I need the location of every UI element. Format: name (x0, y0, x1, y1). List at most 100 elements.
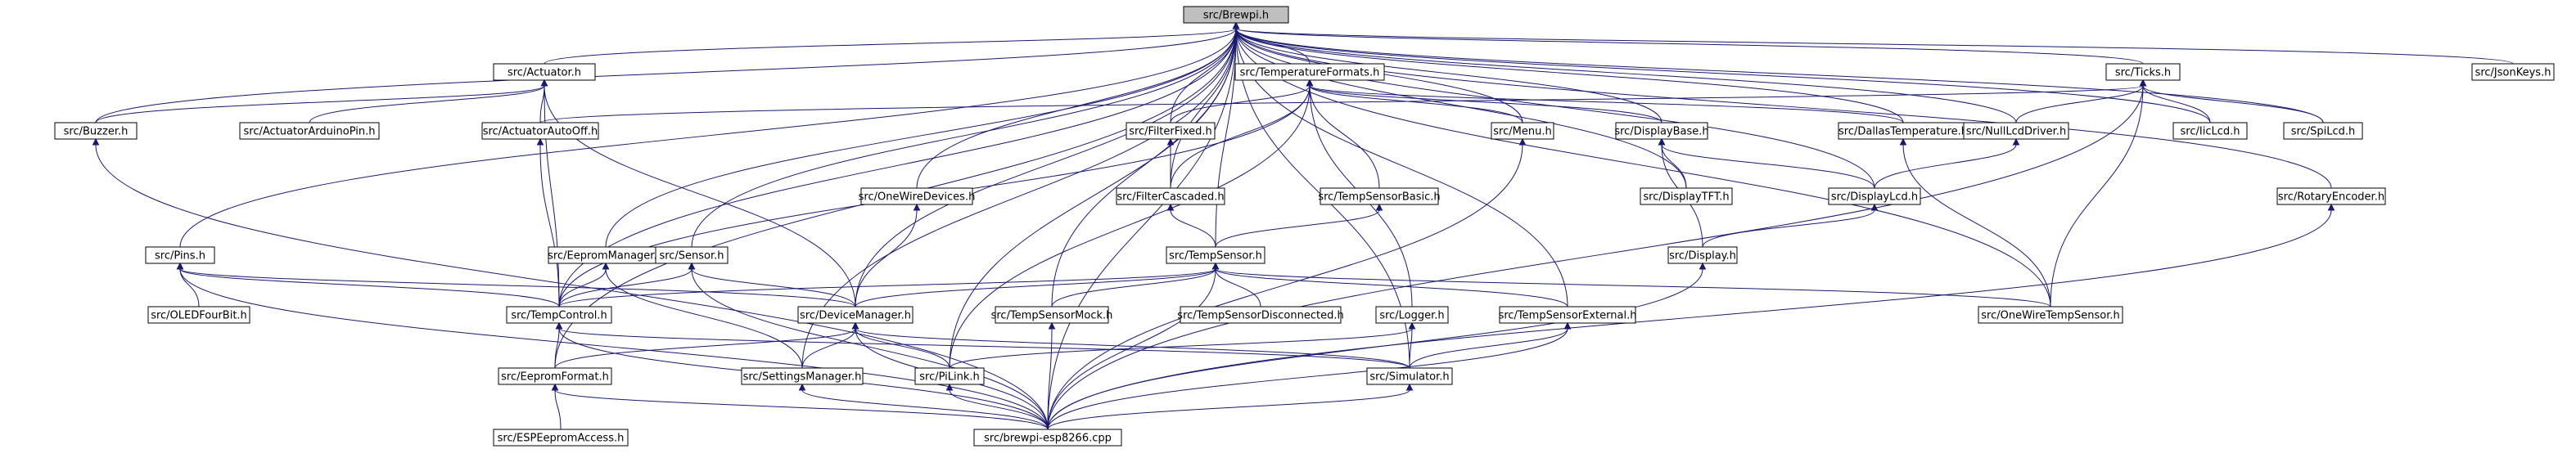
node-label: src/DisplayBase.h (1614, 126, 1708, 138)
edge-arrowhead (1211, 262, 1220, 270)
node-label: src/TempSensorDisconnected.h (1177, 310, 1343, 322)
node-box (498, 367, 612, 385)
edge-arrowhead (851, 321, 859, 330)
edge-line (1702, 209, 1875, 248)
node-box (914, 367, 985, 385)
node-label: src/OneWireDevices.h (859, 191, 976, 204)
node-box (797, 306, 914, 324)
edge-arrowhead (1699, 262, 1707, 270)
node-tsbasic-h[interactable]: src/TempSensorBasic.h (1318, 187, 1441, 205)
edge-line (95, 28, 1237, 123)
node-label: src/DeviceManager.h (800, 310, 911, 322)
node-buzzer-h[interactable]: src/Buzzer.h (54, 122, 138, 140)
edge-line (605, 28, 1237, 248)
node-brewpi-cpp[interactable]: src/brewpi-esp8266.cpp (973, 429, 1122, 447)
node-onewirets-h[interactable]: src/OneWireTempSensor.h (1978, 306, 2123, 324)
node-tempformats-h[interactable]: src/TemperatureFormats.h (1234, 63, 1385, 81)
node-label: src/Ticks.h (2115, 67, 2171, 79)
node-actpin-h[interactable]: src/ActuatorArduinoPin.h (239, 122, 380, 140)
node-pins-h[interactable]: src/Pins.h (145, 246, 215, 264)
edge-line (949, 389, 1049, 430)
edge-tempsensor_h-to-filtercasc_h (1166, 203, 1216, 248)
node-box (1234, 63, 1385, 81)
edge-onewirets_h-to-tempsensor_h (1211, 262, 2051, 308)
edge-line (1235, 28, 2017, 123)
node-box (493, 429, 629, 447)
edge-arrowhead (1306, 79, 1314, 87)
node-displaytft-h[interactable]: src/DisplayTFT.h (1640, 187, 1733, 205)
edge-arrowhead (1405, 383, 1414, 391)
edge-line (2142, 85, 2211, 123)
node-tempcontrol-h[interactable]: src/TempControl.h (506, 306, 612, 324)
node-tempsensor-h[interactable]: src/TempSensor.h (1166, 246, 1265, 264)
node-box (1366, 367, 1453, 385)
edge-tempcontrol_h-to-actuator_h (540, 79, 560, 308)
edge-arrowhead (688, 262, 696, 270)
node-spilcd-h[interactable]: src/SpiLcd.h (2283, 122, 2363, 140)
edge-line (539, 85, 545, 123)
edge-display_h-to-displaylcd_h (1702, 203, 1879, 248)
node-actauto-h[interactable]: src/ActuatorAutoOff.h (481, 122, 599, 140)
node-brewpi-h[interactable]: src/Brewpi.h (1183, 6, 1289, 24)
node-eeprommgr-h[interactable]: src/EepromManager.h (548, 246, 664, 264)
edge-line (1235, 28, 2144, 65)
edge-line (1235, 28, 2324, 123)
edge-arrowhead (913, 203, 921, 211)
node-display-h[interactable]: src/Display.h (1667, 246, 1738, 264)
edge-tempsensor_h-to-tsbasic_h (1215, 203, 1383, 248)
node-devmgr-h[interactable]: src/DeviceManager.h (797, 306, 914, 324)
node-settingsmgr-h[interactable]: src/SettingsManager.h (741, 367, 864, 385)
node-displaylcd-h[interactable]: src/DisplayLcd.h (1828, 187, 1921, 205)
edge-arrowhead (1899, 137, 1907, 146)
node-label: src/TempSensor.h (1169, 250, 1262, 263)
edge-brewpi_cpp-to-simulator_h (1047, 383, 1414, 430)
node-box (1491, 122, 1554, 140)
edge-line (554, 389, 562, 430)
node-box (1828, 187, 1921, 205)
node-nulllcd-h[interactable]: src/NullLcdDriver.h (1963, 122, 2069, 140)
node-menu-h[interactable]: src/Menu.h (1491, 122, 1554, 140)
node-label: src/JsonKeys.h (2475, 67, 2551, 79)
node-ticks-h[interactable]: src/Ticks.h (2105, 63, 2181, 81)
edge-line (691, 268, 856, 308)
node-espeeprom-h[interactable]: src/ESPEepromAccess.h (493, 429, 629, 447)
node-label: src/Actuator.h (508, 67, 581, 79)
node-eepromfmt-h[interactable]: src/EepromFormat.h (498, 367, 612, 385)
edge-arrowhead (1048, 321, 1056, 330)
edge-line (95, 144, 1049, 430)
edge-line (1047, 328, 1053, 430)
edge-rotary_h-to-brewpi_h (1232, 21, 2332, 189)
node-filterfixed-h[interactable]: src/FilterFixed.h (1126, 122, 1216, 140)
node-dallas-h[interactable]: src/DallasTemperature.h (1838, 122, 1969, 140)
node-box (1116, 187, 1225, 205)
node-filtercasc-h[interactable]: src/FilterCascaded.h (1116, 187, 1225, 205)
edge-line (1902, 144, 2051, 308)
node-box (1615, 122, 1708, 140)
node-tsext-h[interactable]: src/TempSensorExternal.h (1499, 306, 1637, 324)
node-logger-h[interactable]: src/Logger.h (1375, 306, 1449, 324)
node-simulator-h[interactable]: src/Simulator.h (1366, 367, 1453, 385)
edge-line (1309, 85, 1380, 189)
edge-tempcontrol_h-to-tempsensor_h (558, 262, 1220, 308)
node-box (655, 246, 729, 264)
edge-line (558, 28, 1237, 308)
node-oled-h[interactable]: src/OLEDFourBit.h (147, 306, 250, 324)
node-actuator-h[interactable]: src/Actuator.h (493, 63, 596, 81)
node-box (481, 122, 599, 140)
node-label: src/EepromFormat.h (501, 371, 609, 384)
node-label: src/EepromManager.h (548, 250, 664, 263)
node-tsmock-h[interactable]: src/TempSensorMock.h (991, 306, 1113, 324)
node-displaybase-h[interactable]: src/DisplayBase.h (1614, 122, 1709, 140)
edge-line (1235, 28, 2514, 65)
node-tsdisc-h[interactable]: src/TempSensorDisconnected.h (1177, 306, 1344, 324)
node-pilink-h[interactable]: src/PiLink.h (914, 367, 985, 385)
node-sensor-h[interactable]: src/Sensor.h (655, 246, 729, 264)
edge-brewpi_cpp-to-tsext_h (1047, 321, 1572, 430)
node-label: src/DisplayLcd.h (1831, 191, 1918, 204)
node-jsonkeys-h[interactable]: src/JsonKeys.h (2471, 63, 2555, 81)
node-box (2283, 122, 2363, 140)
node-onewiredev-h[interactable]: src/OneWireDevices.h (859, 187, 976, 205)
node-rotary-h[interactable]: src/RotaryEncoder.h (2276, 187, 2386, 205)
edge-espeeprom_h-to-eepromfmt_h (551, 383, 562, 430)
node-iiclcd-h[interactable]: src/IicLcd.h (2172, 122, 2248, 140)
